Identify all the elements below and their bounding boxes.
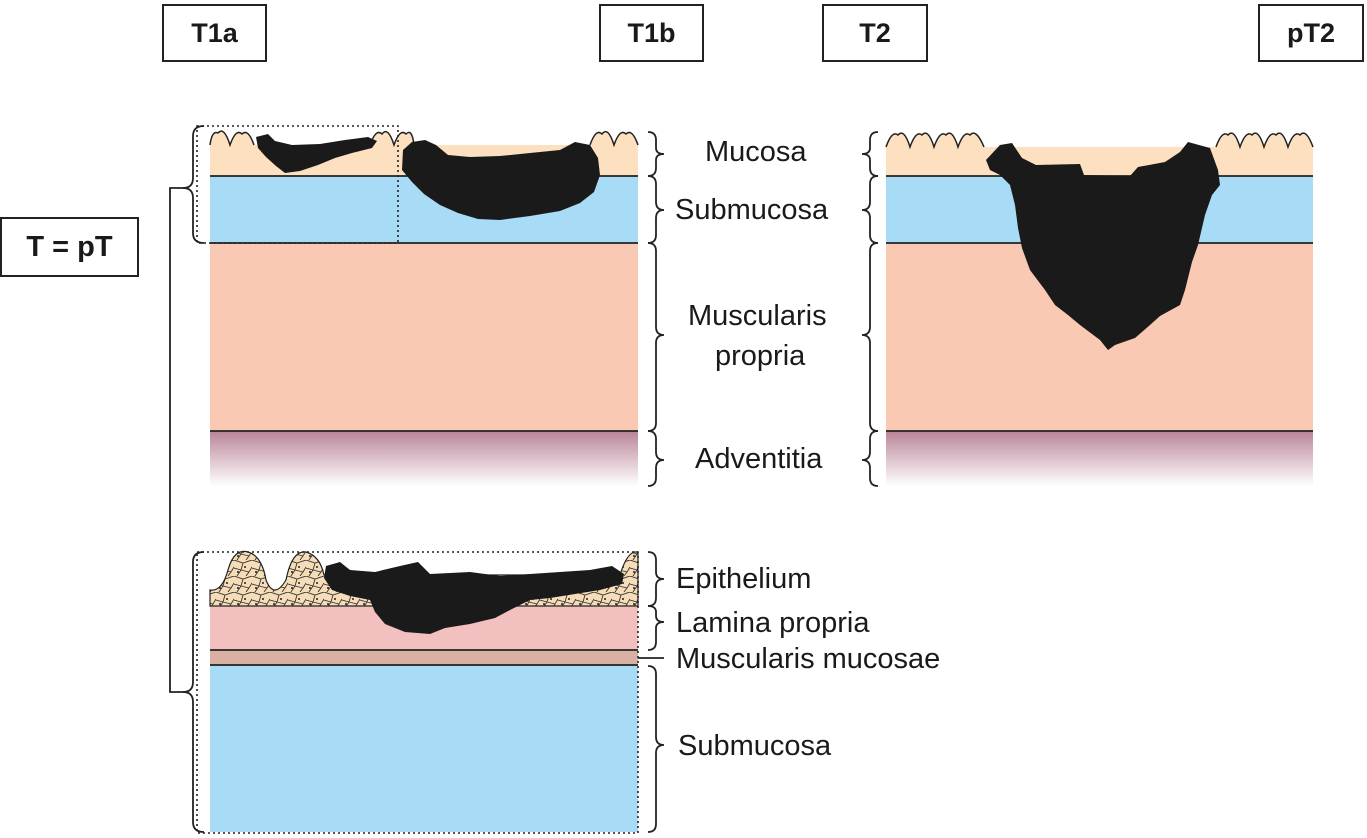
detail-highlight-box	[196, 551, 639, 834]
detail-braces	[638, 551, 665, 833]
stage-tag-t1b: T1b	[599, 4, 704, 62]
label-lamina-propria: Lamina propria	[676, 607, 870, 639]
left-brackets	[169, 125, 205, 833]
label-muscularis-propria-1: Muscularis	[688, 300, 827, 332]
label-adventitia: Adventitia	[695, 443, 823, 475]
mucosa-layer-right	[886, 133, 1313, 176]
panel-t1	[196, 125, 639, 486]
label-muscularis-propria-2: propria	[715, 340, 806, 372]
tumor-t1b	[402, 140, 600, 220]
adventitia-layer	[210, 431, 638, 486]
upper-left-braces	[647, 131, 665, 487]
label-epithelium: Epithelium	[676, 563, 812, 595]
stage-tag-t-equals-pt: T = pT	[0, 217, 139, 277]
label-submucosa-detail: Submucosa	[678, 730, 832, 762]
muscularis-mucosae-layer	[210, 650, 638, 665]
panel-t2	[885, 132, 1314, 486]
stage-tag-pt2: pT2	[1258, 4, 1364, 62]
tumor-t1a	[256, 134, 377, 173]
mucosa-crypts-outline	[209, 130, 639, 148]
adventitia-layer-right	[886, 431, 1313, 486]
tumor-detail	[324, 562, 624, 634]
tumor-t2	[986, 142, 1220, 350]
label-submucosa: Submucosa	[675, 194, 829, 226]
stage-tag-t2: T2	[822, 4, 928, 62]
t1a-highlight-box	[196, 125, 399, 244]
label-muscularis-mucosae: Muscularis mucosae	[676, 643, 941, 675]
stage-tag-t1a: T1a	[162, 4, 267, 62]
panel-detail	[196, 550, 639, 834]
muscularis-propria-layer	[210, 243, 638, 431]
upper-right-braces	[861, 131, 879, 487]
submucosa-detail-layer	[210, 665, 638, 832]
label-mucosa: Mucosa	[705, 136, 807, 168]
